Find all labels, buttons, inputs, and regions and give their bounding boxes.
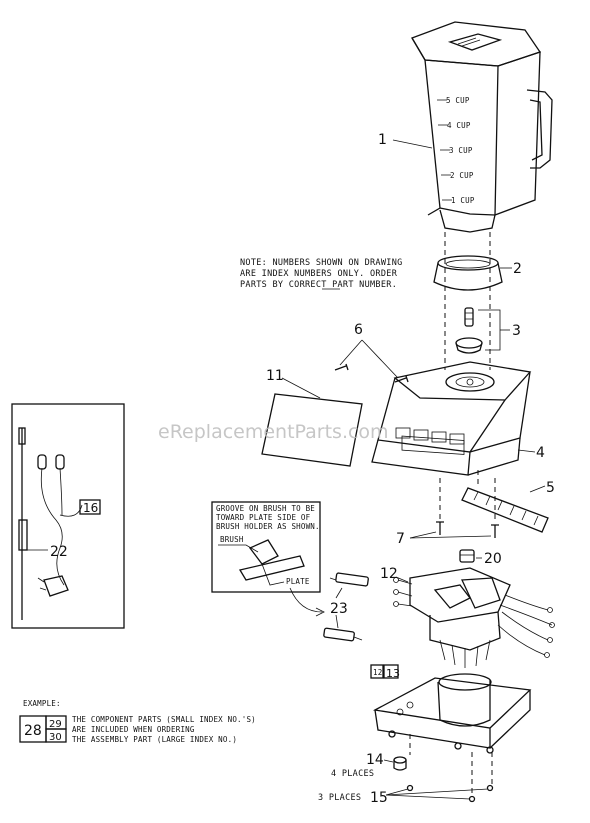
label-plate — [261, 393, 363, 467]
leader-7b — [409, 535, 492, 539]
places-3: 3 PLACES — [318, 793, 361, 803]
jar-mark-4cup: 4 CUP — [447, 121, 471, 130]
callout-23: 23 — [330, 601, 348, 617]
screws-7 — [436, 478, 499, 538]
leader-12 — [395, 576, 409, 583]
leader-15c — [385, 794, 471, 800]
example-title: EXAMPLE: — [23, 699, 61, 708]
example-small-top: 29 — [49, 719, 62, 730]
brush-inset-brush-label: BRUSH — [220, 535, 244, 544]
jar-mark-3cup: 3 CUP — [449, 146, 473, 155]
watermark: eReplacementParts.com — [158, 421, 389, 443]
note-line-2: ARE INDEX NUMBERS ONLY. ORDER — [240, 269, 398, 279]
rubber-foot — [393, 756, 407, 771]
leader-11 — [281, 377, 321, 399]
callout-16: 16 — [83, 501, 98, 515]
inset-arrowhead — [315, 607, 325, 617]
leader-14 — [383, 759, 394, 763]
callout-13: 13 — [386, 667, 400, 680]
switch-strip — [461, 487, 549, 533]
blender-jar — [411, 21, 553, 233]
motor-brushes — [323, 572, 369, 642]
callout-22: 22 — [50, 544, 68, 560]
motor-base-housing — [371, 361, 532, 476]
leader-23a — [335, 587, 343, 599]
callout-7: 7 — [396, 531, 405, 547]
callout-13-small: 12 — [373, 668, 382, 677]
inset-arrow — [289, 587, 323, 613]
callout-20: 20 — [484, 551, 502, 567]
jar-mark-5cup: 5 CUP — [446, 96, 470, 105]
leader-6a — [339, 339, 363, 366]
base-screws — [406, 784, 494, 803]
power-cord-drawing — [18, 427, 83, 620]
brush-inset-line-3: BRUSH HOLDER AS SHOWN. — [216, 522, 320, 531]
screw-pair — [334, 363, 409, 383]
motor-assembly — [393, 567, 555, 668]
drive-coupler — [455, 307, 483, 354]
brush-holder-drawing — [218, 539, 305, 586]
places-4: 4 PLACES — [331, 769, 374, 779]
example-large-number: 28 — [24, 723, 42, 739]
note-line-1: NOTE: NUMBERS SHOWN ON DRAWING — [240, 258, 403, 268]
motor-coupling — [459, 549, 475, 563]
leader-7a — [409, 531, 437, 539]
brush-inset-box — [211, 501, 321, 593]
jar-collar — [433, 255, 503, 291]
brush-inset-line-2: TOWARD PLATE SIDE OF — [216, 513, 311, 522]
callout-14: 14 — [366, 752, 384, 768]
example-small-bottom: 30 — [49, 732, 62, 743]
example-line-3: THE ASSEMBLY PART (LARGE INDEX NO.) — [72, 735, 237, 744]
jar-mark-2cup: 2 CUP — [450, 171, 474, 180]
leader-6b — [361, 339, 399, 379]
brush-inset-plate-label: PLATE — [286, 577, 310, 586]
callout-16-box — [79, 499, 101, 515]
callout-1: 1 — [378, 132, 387, 148]
example-line-2: ARE INCLUDED WHEN ORDERING — [72, 725, 195, 734]
leader-1 — [392, 139, 433, 149]
callout-4: 4 — [536, 445, 545, 461]
bottom-plate — [372, 673, 532, 754]
callout-12: 12 — [380, 566, 398, 582]
callout-11: 11 — [266, 368, 284, 384]
callout-5: 5 — [546, 480, 555, 496]
leader-4 — [517, 449, 536, 453]
example-small-box-bottom — [45, 728, 67, 743]
part-13-box — [370, 664, 399, 679]
note-line-3: PARTS BY CORRECT PART NUMBER. — [240, 280, 397, 290]
jar-mark-1cup: 1 CUP — [451, 196, 475, 205]
callout-6: 6 — [354, 322, 363, 338]
cord-inset-box — [11, 403, 125, 629]
leader-5 — [529, 485, 546, 493]
example-line-1: THE COMPONENT PARTS (SMALL INDEX NO.'S) — [72, 715, 256, 724]
brush-inset-line-1: GROOVE ON BRUSH TO BE — [216, 504, 315, 513]
callout-2: 2 — [513, 261, 522, 277]
callout-3: 3 — [512, 323, 521, 339]
leader-23b — [335, 614, 339, 629]
callout-15: 15 — [370, 790, 388, 806]
leader-15a — [385, 788, 409, 796]
leader-15b — [385, 788, 489, 796]
